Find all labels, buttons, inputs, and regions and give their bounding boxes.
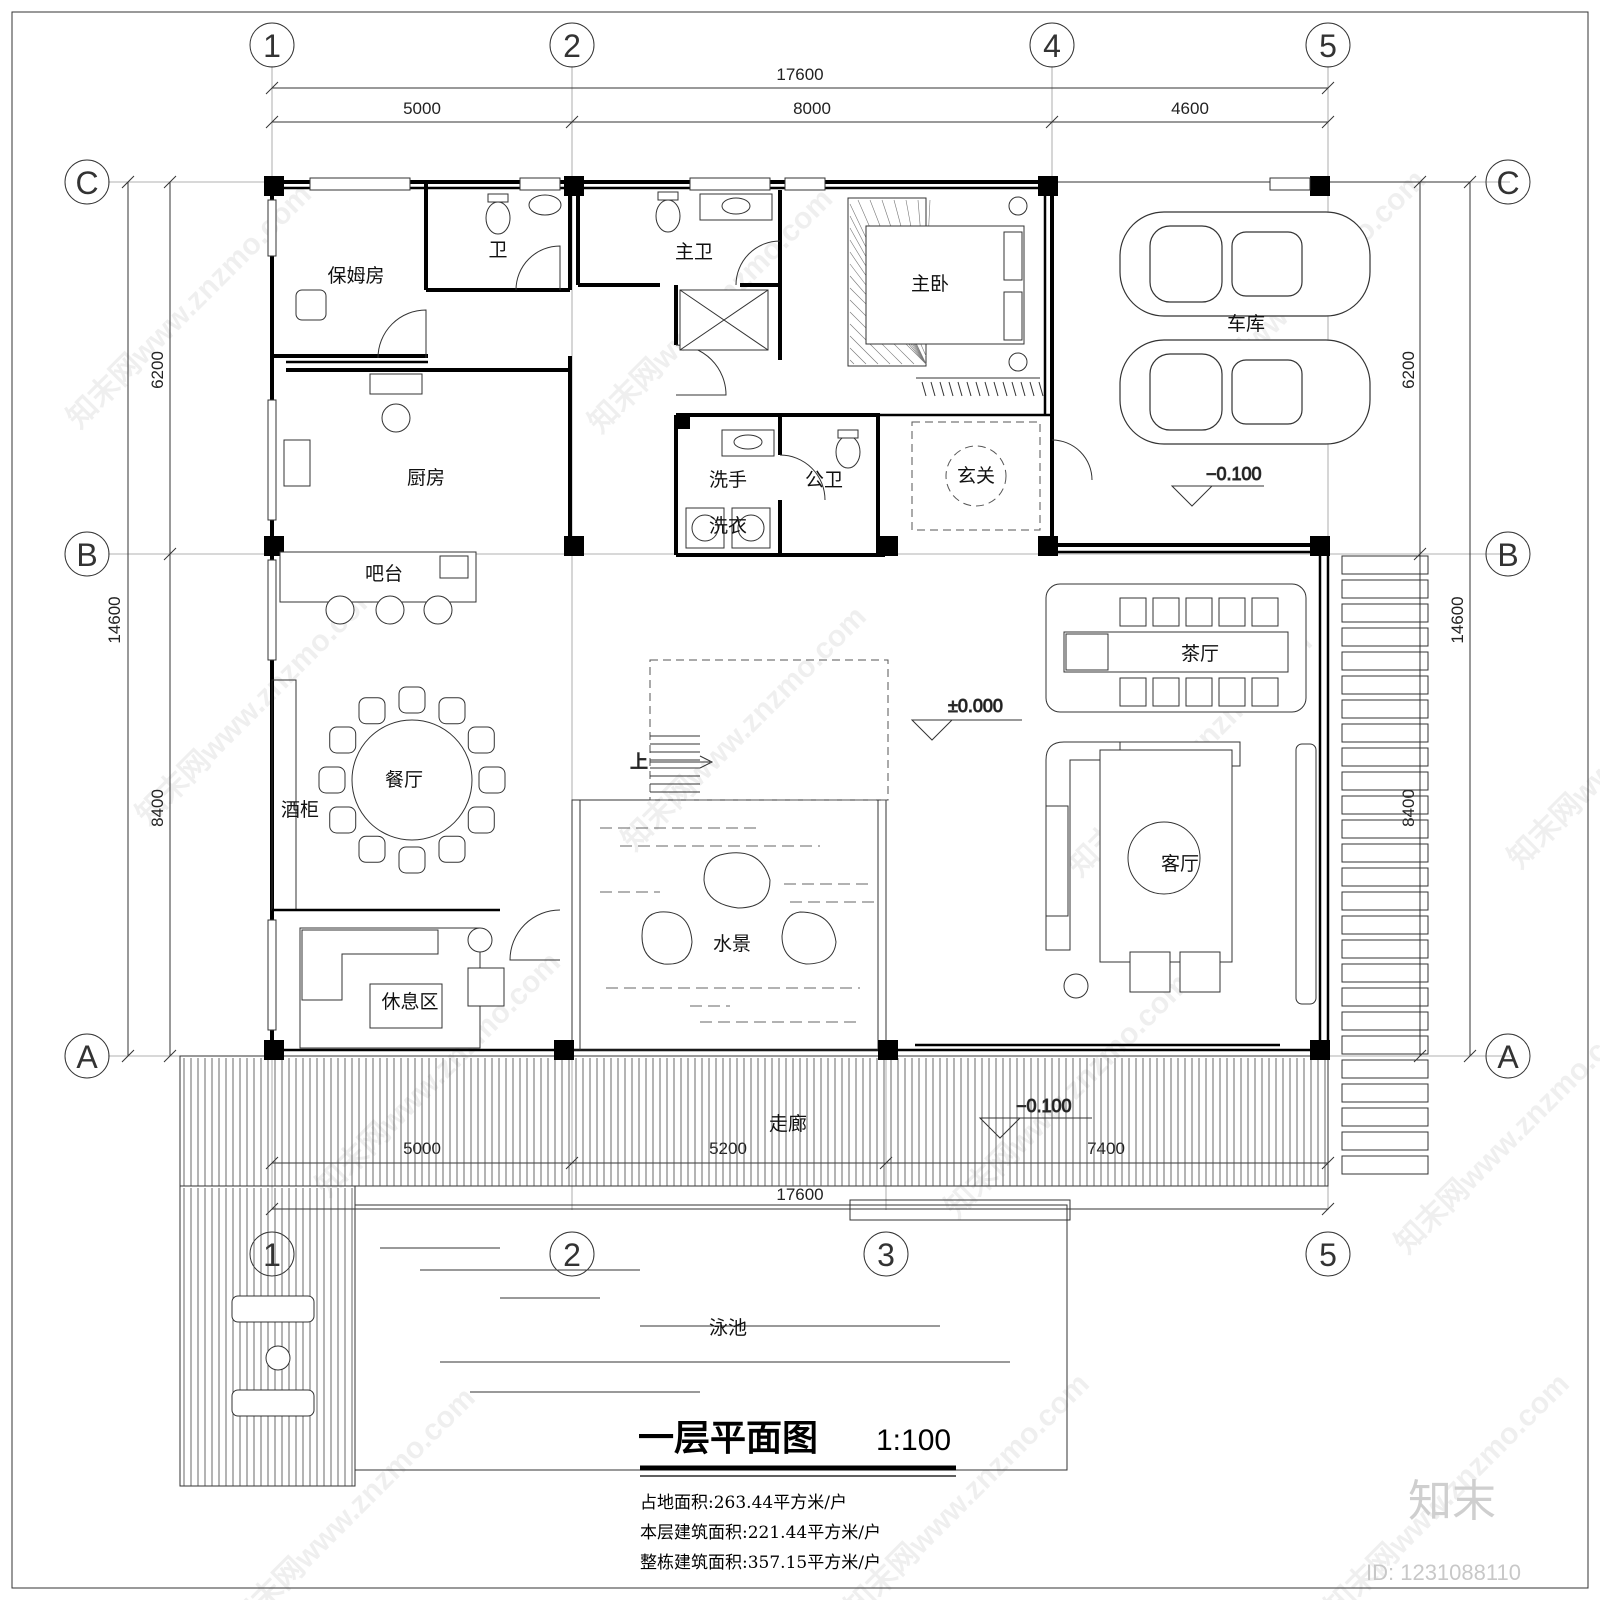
foyer-feature [911,421,1041,531]
lounge-furniture [299,927,505,1049]
water-stones [600,827,880,1023]
dimension-segment: 5200 [709,1139,747,1158]
area-line: 本层建筑面积:221.44平方米/户 [640,1523,881,1543]
axis-bubbles-top: 1 2 4 5 [249,22,1351,68]
garage-cars [1119,211,1371,445]
corridor-deck [179,1055,1329,1487]
area-line: 整栋建筑面积:357.15平方米/户 [640,1553,881,1573]
room-label-bar: 吧台 [365,563,403,585]
drawing-scale: 1:100 [876,1424,951,1457]
axis-label: A [76,1039,98,1075]
axis-bubbles-bottom: 1 2 3 5 [249,1231,1351,1277]
dining-table [318,686,506,874]
axis-label: C [1496,165,1519,201]
room-label-master-bath: 主卫 [675,241,713,263]
room-label-laundry: 洗衣 [709,515,747,537]
dimension-total: 17600 [776,65,823,84]
axis-label: 2 [563,28,581,64]
pool-loungers [231,1295,315,1417]
master-bed [847,196,1044,397]
room-label-living: 客厅 [1161,853,1199,875]
room-label-garage: 车库 [1227,313,1265,335]
dimension-segment: 8400 [1399,789,1418,827]
dimension-segment: 8000 [793,99,831,118]
room-label-wash: 洗手 [709,469,747,491]
dimension-total: 14600 [105,596,124,643]
axis-label: B [76,537,97,573]
room-labels: 保姆房 卫 主卫 主卧 车库 厨房 洗手 洗衣 公卫 玄关 吧台 茶厅 餐厅 酒… [281,239,1265,1339]
dimensions-left: 6200 8400 14600 [105,175,177,1063]
dimension-total: 14600 [1448,596,1467,643]
room-label-lounge: 休息区 [381,991,438,1013]
dimension-segment: 7400 [1087,1139,1125,1158]
living-furniture [1045,741,1317,1005]
dimension-segment: 6200 [1399,351,1418,389]
stair: 上 [630,659,889,801]
stair-up-label: 上 [630,752,648,772]
driveway [1341,555,1429,1175]
room-label-water-feature: 水景 [713,933,751,955]
axis-label: 5 [1319,28,1337,64]
axis-label: B [1497,537,1518,573]
level-corridor: −0.100 [1016,1096,1072,1116]
room-label-dining: 餐厅 [385,769,423,791]
axis-bubbles-left: C B A [64,159,110,1079]
room-label-wine-cabinet: 酒柜 [281,799,319,821]
dimension-total: 17600 [776,1185,823,1204]
room-label-wc: 卫 [488,239,507,261]
area-line: 占地面积:263.44平方米/户 [640,1493,847,1513]
bar-counter [279,551,477,625]
tea-table [1045,583,1307,713]
axis-label: A [1497,1039,1519,1075]
axis-label: 2 [563,1237,581,1273]
room-label-foyer: 玄关 [957,465,995,487]
doors [377,240,1093,961]
brand-logo: 知末 [1408,1476,1496,1527]
room-label-nanny: 保姆房 [327,265,384,287]
dimensions-top: 17600 5000 8000 4600 [265,65,1335,129]
room-label-kitchen: 厨房 [407,467,445,489]
drawing-title: 一层平面图 [638,1418,818,1459]
dimensions-right: 6200 8400 14600 [1399,175,1477,1063]
dimension-segment: 5000 [403,99,441,118]
axis-label: 1 [263,28,281,64]
level-main: ±0.000 [948,696,1003,716]
axis-bubbles-right: C B A [1485,159,1531,1079]
axis-label: 1 [263,1237,281,1273]
axis-label: 3 [877,1237,895,1273]
level-garage: −0.100 [1206,464,1262,484]
room-label-public-wc: 公卫 [805,469,843,491]
dimension-segment: 6200 [148,351,167,389]
columns [264,176,1330,1060]
watermark: 知末网www.znzmo.com [61,178,318,435]
level-markers: −0.100 ±0.000 −0.100 [910,464,1264,1139]
windows [267,177,1311,1031]
watermark: 知末网www.znzmo.com [616,600,873,857]
watermark: 知末网www.znzmo.com [1502,618,1600,875]
room-label-tea-room: 茶厅 [1181,643,1219,665]
room-label-pool: 泳池 [709,1317,747,1339]
dimension-segment: 8400 [148,789,167,827]
title-block: 一层平面图 1:100 占地面积:263.44平方米/户 本层建筑面积:221.… [638,1418,956,1573]
room-label-corridor: 走廊 [769,1113,807,1135]
axis-label: C [75,165,98,201]
room-label-master-bedroom: 主卧 [911,273,949,295]
bathroom-fixtures [283,191,861,549]
dimension-segment: 4600 [1171,99,1209,118]
sheet-border [11,11,1589,1589]
axis-label: 4 [1043,28,1061,64]
brand-id: ID: 1231088110 [1366,1560,1521,1585]
brand-mark: 知末 ID: 1231088110 [1366,1476,1521,1585]
axis-label: 5 [1319,1237,1337,1273]
